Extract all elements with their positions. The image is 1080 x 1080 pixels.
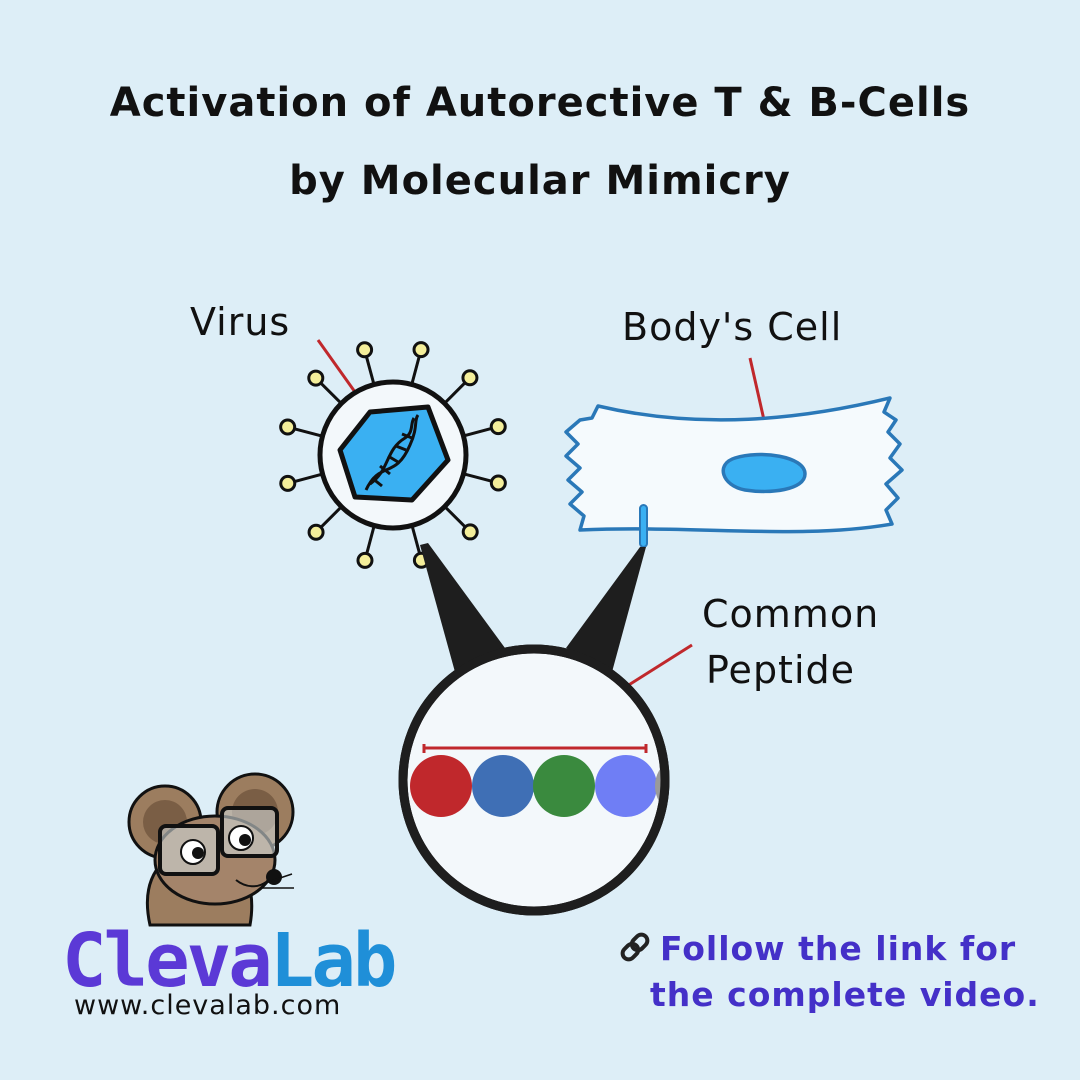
virus-spike-tip: [412, 341, 430, 359]
virus-spike-tip: [279, 418, 297, 436]
virus-spike: [364, 355, 376, 385]
body-cell-label: Body's Cell: [622, 305, 843, 349]
brand-url-link[interactable]: www.clevalab.com: [74, 990, 342, 1021]
title-line-2: by Molecular Mimicry: [289, 158, 791, 204]
dna-icon: [364, 414, 420, 491]
virus-pointer-line: [316, 339, 357, 393]
virus-spike: [410, 525, 422, 555]
magnifier-connector-left: [420, 543, 505, 672]
virus-spike: [463, 472, 493, 483]
mouse-mascot-icon: [127, 772, 295, 927]
virus-spike: [293, 427, 323, 438]
cta-text[interactable]: Follow the link for the complete video.: [618, 926, 1058, 1018]
common-peptide-label-line-1: Common: [702, 592, 880, 636]
magnifier-connector-right: [566, 547, 646, 672]
virus-spike: [443, 505, 468, 529]
virus-spike: [365, 525, 376, 555]
virus-capsid: [337, 404, 451, 503]
virus-spike-tip: [461, 369, 479, 387]
virus-spike-tip: [461, 523, 479, 541]
cell-nucleus: [721, 452, 807, 494]
virus-spike-tip: [356, 341, 374, 359]
common-peptide-label-line-2: Peptide: [706, 648, 856, 692]
virus-spike-tip: [279, 474, 297, 492]
virus-spike-tip: [307, 369, 325, 387]
peptide-bead-1: [410, 755, 472, 817]
virus-spike-tip: [489, 418, 507, 436]
virus-spike-tip: [489, 474, 507, 492]
virus-spike: [410, 355, 421, 385]
virus-spike: [463, 426, 493, 438]
peptide-chain: [410, 744, 665, 817]
brand-name-part-2: Lab: [269, 918, 398, 1004]
cell-receptor: [639, 504, 648, 548]
cta-line-1: Follow the link for: [660, 929, 1017, 968]
virus-spike: [293, 472, 323, 484]
virus-icon: [279, 341, 507, 569]
body-cell-icon: [564, 396, 904, 548]
link-icon: [620, 932, 650, 962]
brand-logo[interactable]: ClevaLab: [62, 918, 398, 1004]
cta-line-2: the complete video.: [650, 975, 1040, 1014]
virus-label: Virus: [190, 300, 291, 344]
peptide-bead-4: [595, 755, 657, 817]
peptide-bead-2: [472, 755, 534, 817]
cell-pointer-line: [748, 357, 766, 421]
virus-spike: [319, 505, 343, 530]
title-line-1: Activation of Autorective T & B-Cells: [109, 80, 971, 126]
virus-spike: [318, 381, 343, 405]
virus-spike-tip: [356, 551, 374, 569]
peptide-bead-3: [533, 755, 595, 817]
virus-spike-tip: [307, 523, 325, 541]
brand-name-part-1: Cleva: [62, 918, 273, 1004]
virus-spike: [443, 380, 467, 405]
